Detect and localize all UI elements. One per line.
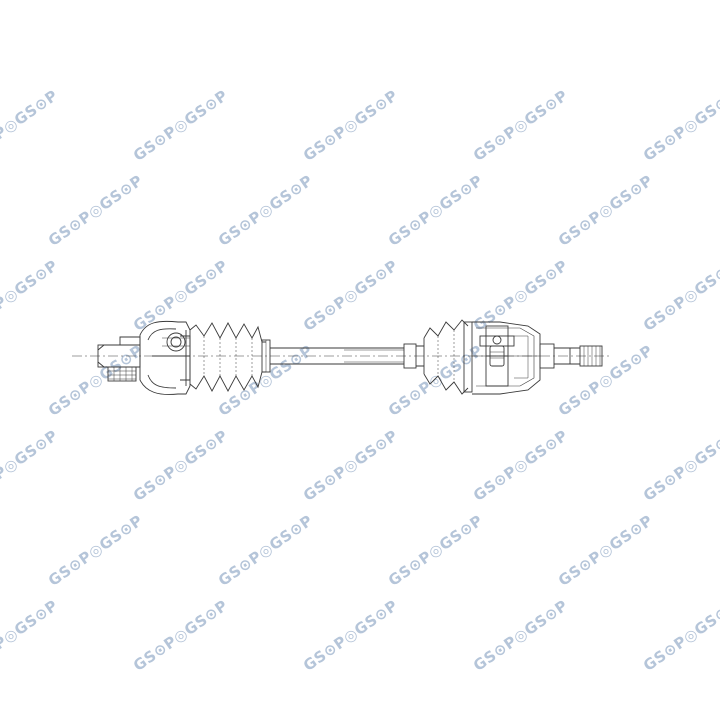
outer-boot (180, 322, 271, 392)
inner-spline-stub (539, 343, 603, 369)
intermediate-shaft (270, 343, 424, 369)
outer-spline-stub (97, 336, 141, 382)
inner-boot (423, 319, 473, 395)
outer-cv-joint (139, 320, 191, 395)
inner-tripod-joint (472, 321, 541, 395)
